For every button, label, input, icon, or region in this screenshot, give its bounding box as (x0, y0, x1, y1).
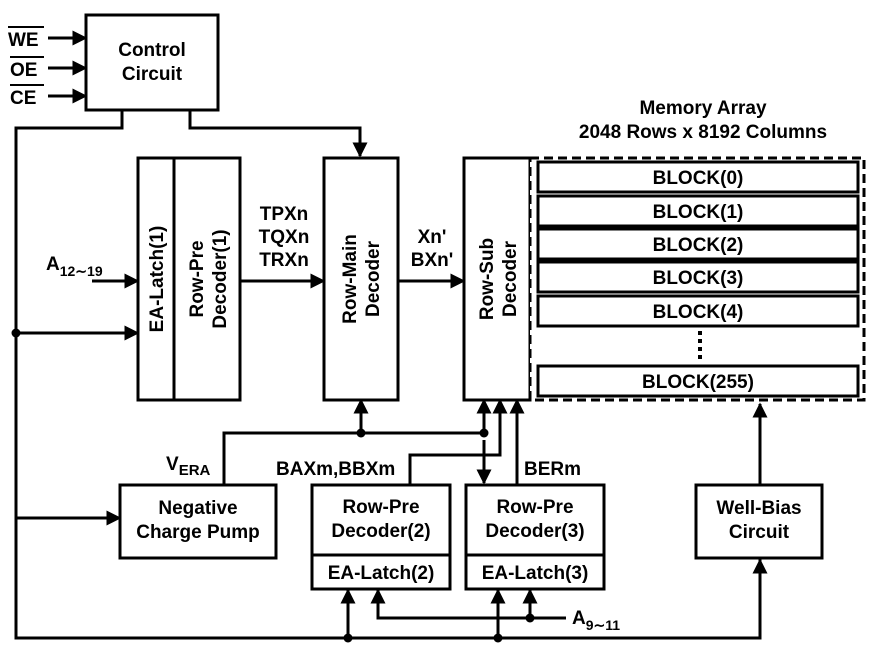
we-label: WE (8, 30, 39, 51)
row-pre3-box (464, 483, 606, 557)
row-main-label-1: Row-Main (340, 234, 361, 324)
ber-label: BERm (524, 459, 581, 480)
row-pre2-label-2: Decoder(2) (331, 521, 430, 542)
row-pre1-label-2: Decoder(1) (210, 229, 231, 328)
well-bias-label-1: Well-Bias (716, 498, 801, 519)
row-pre3-label-1: Row-Pre (496, 497, 573, 518)
control-to-main (188, 110, 368, 158)
block-255-box (536, 364, 860, 398)
oe-label: OE (10, 60, 37, 81)
ea-latch1-box (136, 156, 176, 402)
row-main-box (322, 156, 400, 402)
row-pre2-box (310, 483, 452, 557)
block-0-label: BLOCK(0) (653, 168, 744, 189)
a-low-net (370, 588, 566, 620)
bxn-label: BXn' (411, 250, 454, 271)
block-255-label: BLOCK(255) (642, 372, 754, 393)
ea-latch2-label: EA-Latch(2) (328, 563, 435, 584)
neg-pump-box (118, 483, 278, 560)
tqxn-label: TQXn (259, 227, 310, 248)
ea-latch2-box (310, 553, 452, 591)
well-bias-box (694, 483, 824, 560)
bax-net (408, 398, 508, 485)
block-4-box (536, 294, 860, 328)
ea-latch1-label: EA-Latch(1) (147, 226, 168, 333)
junction-vera-sub (479, 428, 489, 438)
ea-latch3-box (464, 553, 606, 591)
a-high-label: A12∼19 (46, 254, 103, 279)
a-high-subscript: 12∼19 (60, 263, 103, 279)
junction-alow (525, 613, 535, 623)
vera-subscript: ERA (179, 462, 211, 479)
row-pre3-label-2: Decoder(3) (485, 521, 584, 542)
control-circuit-box (84, 13, 220, 112)
row-pre1-label-1: Row-Pre (187, 240, 208, 317)
junction-bot-1 (343, 633, 353, 643)
memory-title-1: Memory Array (639, 98, 767, 119)
block-1-box (536, 194, 860, 228)
neg-pump-label-1: Negative (158, 498, 237, 519)
well-bias-label-2: Circuit (729, 522, 790, 543)
row-sub-label-2: Decoder (500, 240, 521, 317)
block-1-label: BLOCK(1) (653, 202, 744, 223)
row-sub-box (462, 156, 532, 402)
block-3-label: BLOCK(3) (653, 268, 744, 289)
block-0-box (536, 160, 860, 194)
ea-latch3-label: EA-Latch(3) (482, 563, 589, 584)
row-main-label-2: Decoder (363, 240, 384, 317)
junction-left-1 (11, 328, 21, 338)
tpxn-label: TPXn (260, 204, 309, 225)
control-label-2: Circuit (122, 64, 183, 85)
block-3-box (536, 260, 860, 294)
row-pre2-label-1: Row-Pre (342, 497, 419, 518)
a-low-subscript: 9∼11 (586, 617, 621, 633)
xn-label: Xn' (418, 227, 447, 248)
block-2-label: BLOCK(2) (653, 235, 744, 256)
vera-label: VERA (166, 454, 211, 479)
a-low-label: A9∼11 (572, 608, 620, 633)
row-sub-label-1: Row-Sub (477, 238, 498, 320)
neg-pump-label-2: Charge Pump (136, 522, 260, 543)
junction-vera (356, 428, 366, 438)
bax-label: BAXm,BBXm (276, 459, 395, 480)
vera-net (222, 431, 484, 485)
trxn-label: TRXn (259, 250, 309, 271)
block-4-label: BLOCK(4) (653, 302, 744, 323)
row-pre1-box (172, 156, 242, 402)
memory-title-2: 2048 Rows x 8192 Columns (579, 122, 827, 143)
control-label-1: Control (118, 40, 186, 61)
block-2-box (536, 227, 860, 261)
junction-bot-2 (493, 633, 503, 643)
ce-label: CE (10, 88, 36, 109)
